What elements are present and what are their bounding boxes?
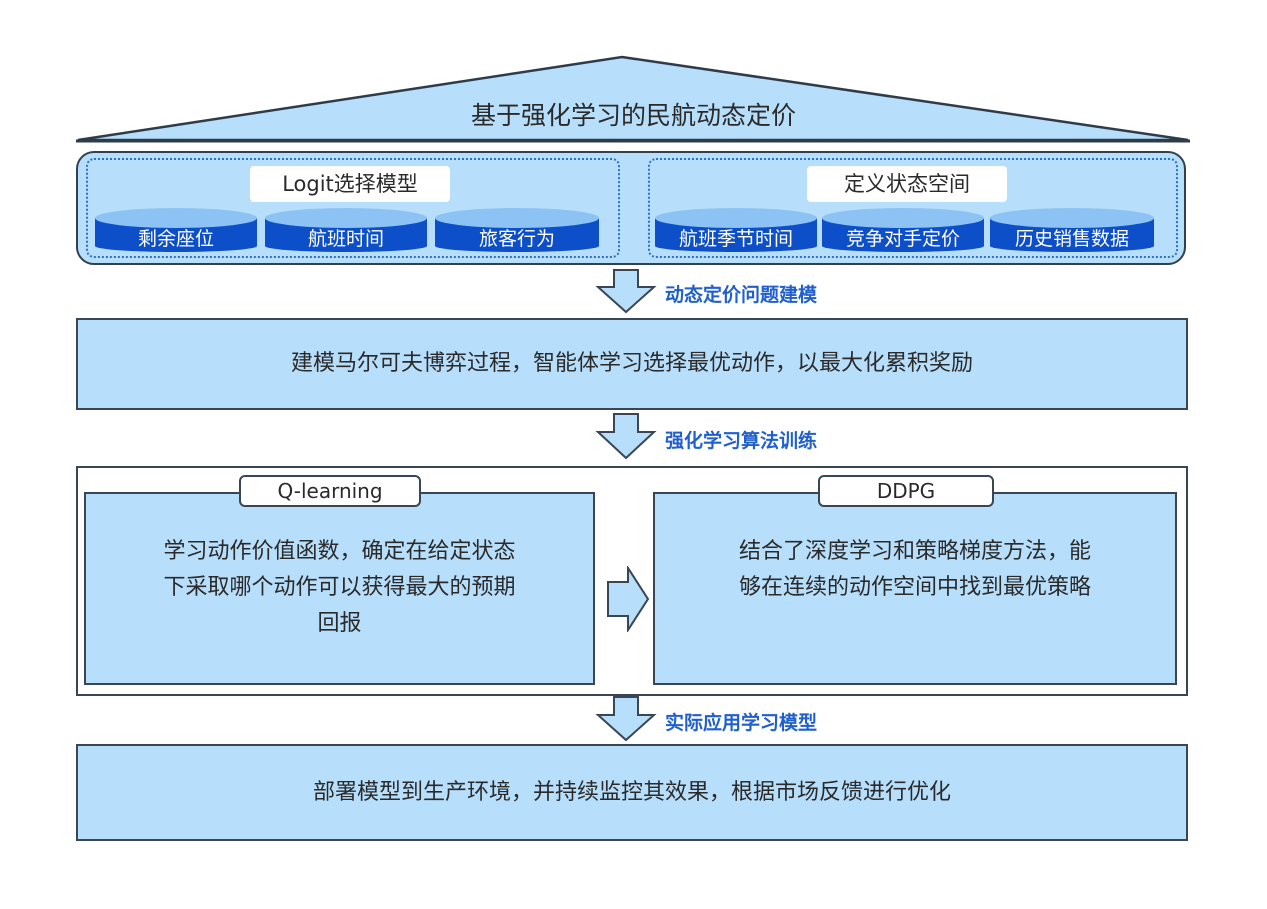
cylinder-competitor-pricing: 竞争对手定价 [822, 208, 984, 252]
ddpg-box: 结合了深度学习和策略梯度方法，能 够在连续的动作空间中找到最优策略 [653, 492, 1177, 685]
down-arrow-icon-3 [595, 696, 657, 742]
modeling-box: 建模马尔可夫博弈过程，智能体学习选择最优动作，以最大化累积奖励 [76, 318, 1188, 410]
ddpg-tag: DDPG [818, 475, 994, 507]
group-title-logit: Logit选择模型 [250, 166, 450, 202]
right-arrow-icon [607, 566, 650, 632]
group-state-space [648, 158, 1178, 258]
cylinder-remaining-seats: 剩余座位 [95, 208, 257, 252]
deployment-text: 部署模型到生产环境，并持续监控其效果，根据市场反馈进行优化 [312, 780, 951, 805]
deployment-box: 部署模型到生产环境，并持续监控其效果，根据市场反馈进行优化 [76, 744, 1188, 841]
qlearning-description: 学习动作价值函数，确定在给定状态 下采取哪个动作可以获得最大的预期 回报 [163, 539, 516, 636]
step-label-problem-modeling: 动态定价问题建模 [665, 284, 818, 306]
group-title-state-space: 定义状态空间 [807, 166, 1007, 202]
step-label-apply-model: 实际应用学习模型 [665, 712, 818, 734]
ddpg-description: 结合了深度学习和策略梯度方法，能 够在连续的动作空间中找到最优策略 [738, 539, 1091, 600]
qlearning-box: 学习动作价值函数，确定在给定状态 下采取哪个动作可以获得最大的预期 回报 [84, 492, 595, 685]
step-label-algorithm-training: 强化学习算法训练 [665, 430, 818, 452]
cylinder-flight-season-time: 航班季节时间 [655, 208, 817, 252]
modeling-text: 建模马尔可夫博弈过程，智能体学习选择最优动作，以最大化累积奖励 [290, 351, 973, 376]
cylinder-historical-sales: 历史销售数据 [990, 208, 1154, 252]
group-logit-model [86, 158, 620, 258]
cylinder-passenger-behavior: 旅客行为 [435, 208, 599, 252]
down-arrow-icon-2 [595, 413, 657, 460]
qlearning-tag: Q-learning [239, 475, 421, 507]
down-arrow-icon-1 [595, 269, 657, 314]
diagram-title: 基于强化学习的民航动态定价 [470, 101, 796, 130]
cylinder-flight-time: 航班时间 [265, 208, 427, 252]
